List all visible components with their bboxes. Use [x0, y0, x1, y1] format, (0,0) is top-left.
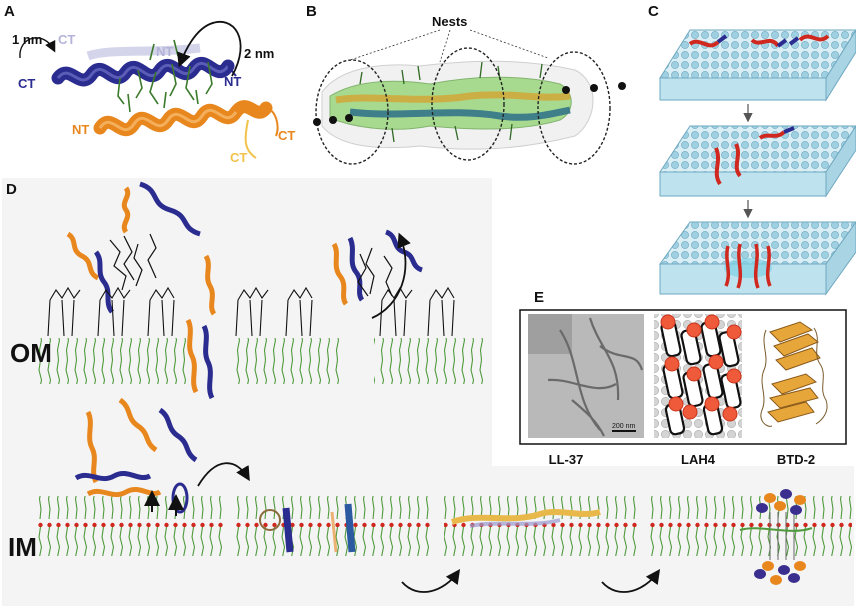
- nt-orange-label: NT: [72, 122, 89, 137]
- panel-d: D: [2, 178, 854, 606]
- im-transition-arrow-1: [401, 569, 461, 593]
- lah4-schematic: [654, 314, 742, 438]
- periplasm-peptides: [85, 397, 198, 484]
- nt-faded-label: NT: [156, 44, 173, 59]
- nest-ellipse-2: [431, 47, 505, 161]
- ct-faded-label: CT: [58, 32, 75, 47]
- membrane-slab-2: [659, 125, 856, 198]
- panel-e: E 200 nm: [519, 289, 847, 467]
- tem-micrograph: 200 nm: [528, 314, 644, 438]
- om-label: OM: [10, 338, 52, 368]
- membrane-slab-3: [659, 221, 856, 296]
- one-nm-arrow: [19, 37, 56, 59]
- om-insertion-arrow: [371, 232, 411, 319]
- ct-yellow-label: CT: [230, 150, 247, 165]
- panel-c: C: [648, 3, 856, 296]
- im-transition-arrow-2: [601, 569, 661, 593]
- nests-title: Nests: [432, 14, 467, 29]
- caption-ll37: LL-37: [549, 452, 584, 467]
- nest-ellipse-1: [315, 59, 389, 165]
- outer-membrane: [38, 286, 486, 384]
- btd2-structure: [760, 321, 828, 427]
- panel-a: A 1 nm CT NT 2 nm CT NT: [4, 3, 295, 165]
- orange-helix: [93, 100, 273, 137]
- two-nm-arrow: [177, 21, 242, 77]
- panel-d-label: D: [6, 181, 17, 198]
- im-label: IM: [8, 532, 37, 562]
- one-nm-label: 1 nm: [12, 32, 42, 47]
- panel-c-label: C: [648, 3, 659, 20]
- nest-orange-helix: [335, 91, 571, 104]
- ct-blue-label: CT: [18, 76, 35, 91]
- nest-pointer-lines: [349, 29, 549, 63]
- two-nm-label: 2 nm: [244, 46, 274, 61]
- panel-a-label: A: [4, 3, 15, 20]
- faded-helix: [86, 43, 201, 61]
- om-gap-peptide-2: [201, 324, 215, 400]
- scale-bar-label: 200 nm: [612, 423, 636, 430]
- im-stage-peptides: [74, 462, 813, 585]
- nest-ellipses: [315, 47, 611, 165]
- panel-e-label: E: [534, 289, 544, 306]
- panel-b-label: B: [306, 3, 317, 20]
- side-chains: [117, 39, 213, 113]
- panel-b: B Nests: [306, 3, 626, 165]
- orange-ct-tail: [265, 107, 279, 137]
- nt-blue-label: NT: [224, 74, 241, 89]
- lps-headgroups: [47, 286, 455, 337]
- membrane-slab-1: [659, 29, 856, 102]
- panel-d-upper-bg: [2, 178, 492, 474]
- lps-tangles: [109, 233, 393, 297]
- yellow-ct-tail: [244, 119, 257, 159]
- nest-mesh: [329, 76, 572, 130]
- nest-ellipse-3: [537, 51, 611, 165]
- inner-membrane: [36, 496, 852, 556]
- blue-nt-tail: [227, 65, 237, 77]
- ct-orange-label: CT: [278, 128, 295, 143]
- caption-lah4: LAH4: [681, 452, 716, 467]
- continuation-dots: [313, 82, 626, 126]
- caption-btd2: BTD-2: [777, 452, 815, 467]
- blue-helix: [51, 57, 235, 87]
- om-gap-peptide-1: [185, 318, 199, 394]
